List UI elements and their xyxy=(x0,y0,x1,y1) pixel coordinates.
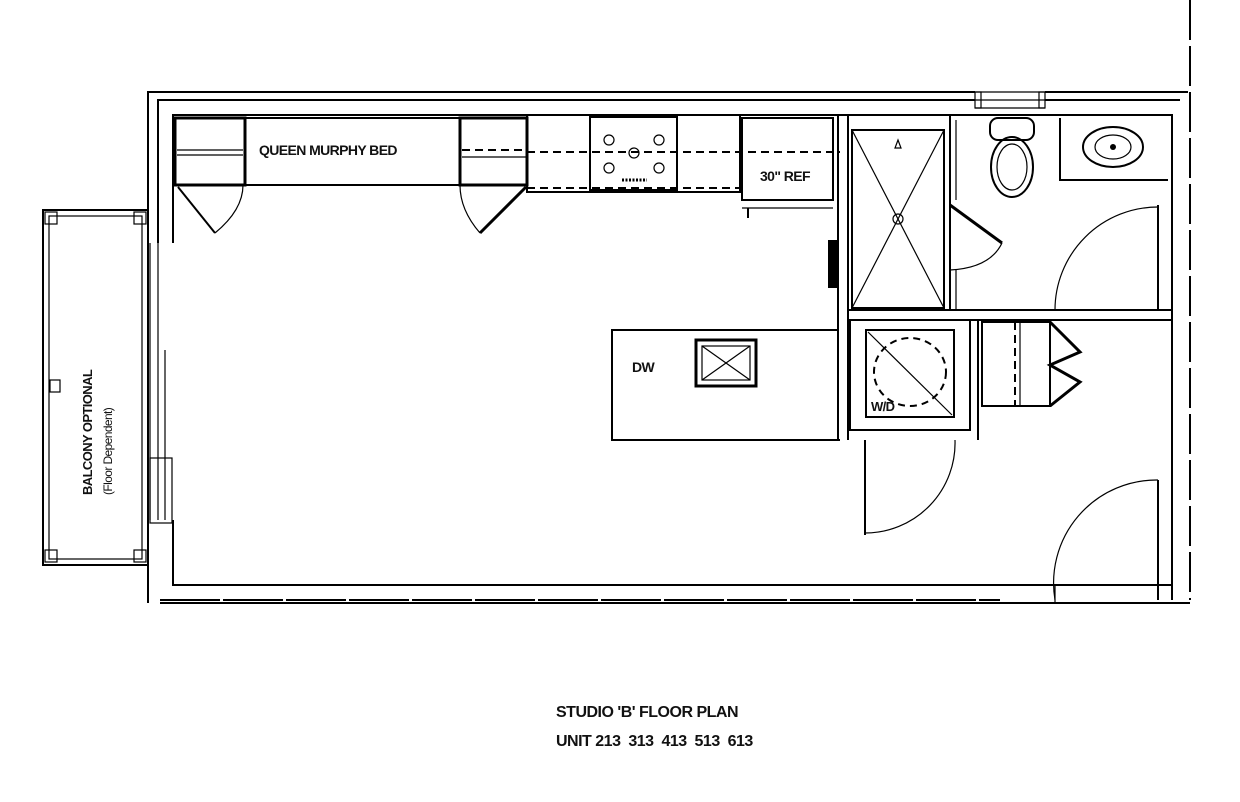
entry-door xyxy=(1052,479,1159,603)
exterior-walls xyxy=(147,0,1191,604)
bathroom xyxy=(828,115,1172,440)
kitchen-island: DW xyxy=(611,329,840,441)
unit-numbers: UNIT 213 313 413 513 613 xyxy=(556,733,753,750)
refrigerator xyxy=(741,117,834,201)
bathroom-sink xyxy=(1059,118,1168,181)
murphy-bed-label: QUEEN MURPHY BED xyxy=(259,142,397,158)
dishwasher-label: DW xyxy=(632,359,656,375)
kitchen-counter: 30" REF xyxy=(526,114,840,218)
washer-dryer-label: W/D xyxy=(871,399,895,414)
balcony-note: (Floor Dependent) xyxy=(101,407,115,495)
balcony: BALCONY OPTIONAL (Floor Dependent) xyxy=(42,209,149,566)
laundry-closet: W/D xyxy=(849,319,1083,535)
stove xyxy=(589,116,678,191)
balcony-label: BALCONY OPTIONAL xyxy=(80,369,95,495)
refrigerator-label: 30" REF xyxy=(760,168,811,184)
plan-title: STUDIO 'B' FLOOR PLAN xyxy=(556,704,739,721)
toilet xyxy=(989,117,1035,198)
stove-burners xyxy=(603,134,665,182)
island-sink xyxy=(694,338,758,388)
shower xyxy=(851,129,945,309)
murphy-bed-wall: QUEEN MURPHY BED xyxy=(173,116,529,235)
